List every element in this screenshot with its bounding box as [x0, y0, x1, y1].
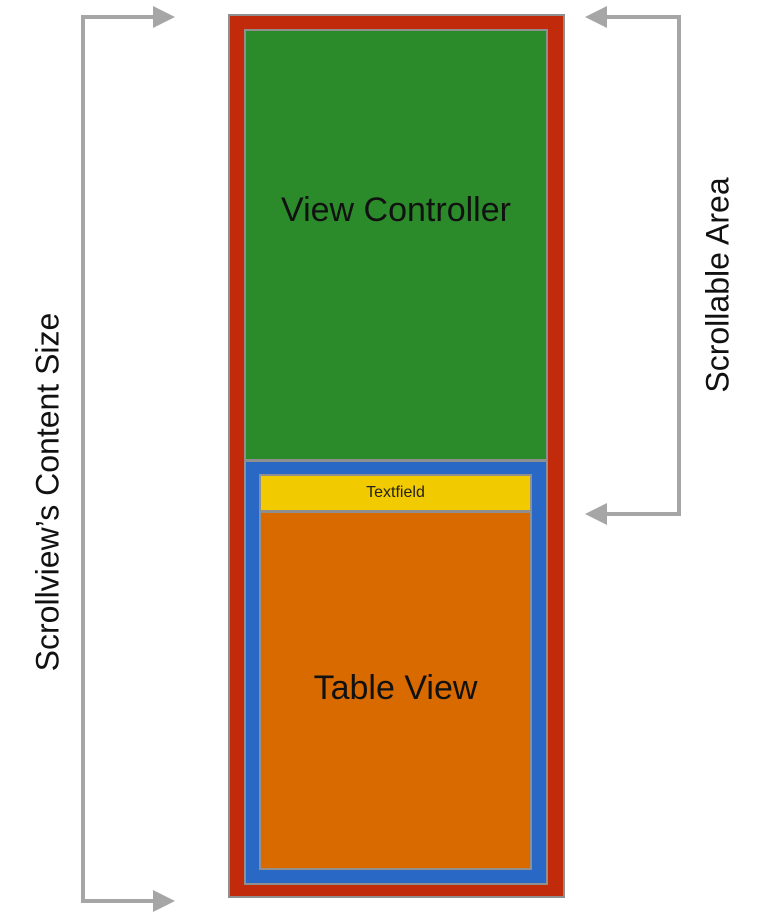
scrollable-area-label: Scrollable Area — [699, 177, 736, 393]
content-size-top-arrowhead — [153, 6, 175, 28]
table-view-label: Table View — [313, 668, 478, 707]
content-size-bottom-arrowhead — [153, 890, 175, 912]
view-controller-label: View Controller — [281, 190, 511, 229]
scrollable-area-top-arrowhead — [585, 6, 607, 28]
content-size-bracket — [81, 15, 160, 903]
scrollable-area-bracket — [600, 15, 681, 516]
scrollable-area-bottom-arrowhead — [585, 503, 607, 525]
textfield-label: Textfield — [366, 484, 425, 501]
textfield-box: Textfield — [259, 474, 532, 512]
view-controller-box: View Controller — [244, 29, 548, 461]
content-size-label: Scrollview’s Content Size — [29, 312, 66, 672]
table-view-box: Table View — [259, 511, 532, 870]
